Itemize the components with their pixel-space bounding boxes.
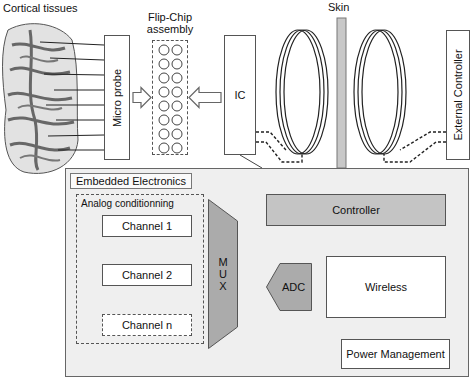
channel-box: Channel 1 (102, 215, 192, 237)
skin-layer (337, 18, 346, 168)
channel-box: Channel n (102, 314, 192, 336)
ic-box: IC (224, 35, 256, 155)
probe-box: Micro probe (104, 35, 130, 160)
solder-bump (159, 45, 169, 55)
node-label: MUX (218, 256, 229, 292)
solder-bump (172, 59, 182, 69)
solder-bump (172, 101, 182, 111)
zoom-line (240, 155, 262, 168)
block-arrow (133, 88, 151, 108)
power-box: Power Management (341, 339, 450, 369)
node-label: ADC (282, 281, 305, 293)
flipchip-box: Flip-Chip assembly (152, 40, 188, 155)
text-label: Cortical tissues (3, 2, 78, 14)
probe-shanks (40, 42, 104, 150)
solder-bump (172, 73, 182, 83)
node-label: Wireless (365, 281, 407, 293)
electronics-panel: Embedded ElectronicsAnalog conditionning… (65, 168, 469, 377)
node-label: IC (235, 89, 246, 101)
solder-bump (172, 115, 182, 125)
solder-bump (159, 87, 169, 97)
text-label: Skin (328, 1, 349, 13)
coil-wires (256, 132, 446, 162)
node-label: Flip-Chip assembly (142, 11, 198, 35)
node-label: Channel 1 (122, 220, 172, 232)
solder-bump (159, 73, 169, 83)
node-label: Channel n (122, 319, 172, 331)
node-label: Embedded Electronics (70, 173, 192, 189)
solder-bump (172, 45, 182, 55)
node-label: Controller (332, 204, 380, 216)
block-arrow (189, 88, 221, 108)
mux-shape: MUX (208, 199, 238, 349)
node-label: Micro probe (111, 68, 123, 126)
adc-shape: ADC (266, 263, 312, 311)
cortical-tissue (3, 24, 79, 174)
channel-box: Channel 2 (102, 264, 192, 286)
solder-bump (172, 143, 182, 153)
block-arrow (189, 88, 221, 108)
solder-bump (172, 87, 182, 97)
node-label: External Controller (452, 49, 464, 140)
solder-bump (159, 101, 169, 111)
solder-bump (172, 129, 182, 139)
solder-bump (159, 59, 169, 69)
node-label: Analog conditionning (81, 198, 174, 209)
solder-bump (159, 115, 169, 125)
solder-bump (159, 143, 169, 153)
solder-bumps (153, 41, 189, 156)
analog-group: Analog conditionningChannel 1 Channel 2 Ch… (76, 194, 204, 344)
node-label: Channel 2 (122, 269, 172, 281)
block-arrow (133, 88, 151, 108)
wireless-box: Wireless (326, 256, 446, 318)
controller-box: Controller (266, 194, 446, 226)
node-label: Power Management (346, 348, 444, 360)
mux-shape (209, 200, 238, 349)
solder-bump (159, 129, 169, 139)
adc-shape (267, 264, 312, 311)
external-controller-box: External Controller (446, 30, 470, 160)
